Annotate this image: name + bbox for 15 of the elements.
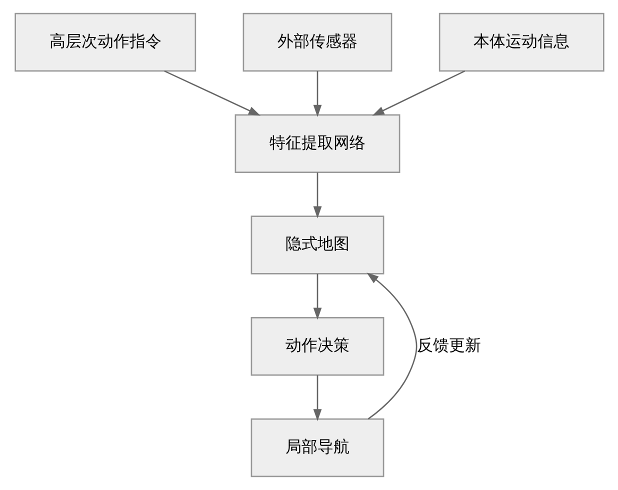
arrow [312, 274, 322, 320]
node-box: 特征提取网络 [234, 114, 400, 173]
arrow [312, 172, 322, 218]
node-box: 外部传感器 [242, 12, 392, 72]
node-box: 隐式地图 [250, 216, 384, 274]
node-box: 本体运动信息 [438, 12, 604, 72]
arrow [372, 70, 465, 116]
arrow [312, 71, 322, 117]
arrow [164, 70, 260, 116]
arrow [366, 272, 417, 420]
node-box: 动作决策 [250, 317, 384, 376]
node-box: 高层次动作指令 [14, 12, 196, 72]
arrow [312, 375, 322, 422]
node-box: 局部导航 [250, 418, 384, 478]
edge-label: 反馈更新 [416, 336, 480, 355]
